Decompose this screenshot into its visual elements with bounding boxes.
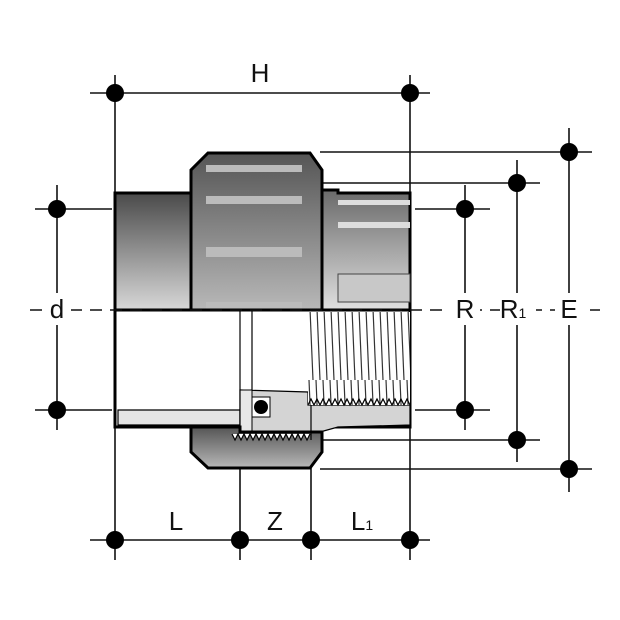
dimension-dots: [48, 84, 578, 549]
o-ring-icon: [254, 400, 268, 414]
dimension-labels: H d R R1 E L Z L1: [43, 55, 585, 536]
union-body: [113, 151, 412, 470]
label-R1: R1: [500, 294, 527, 324]
label-H: H: [251, 58, 270, 88]
label-R: R: [456, 294, 475, 324]
label-L: L: [169, 506, 183, 536]
label-Z: Z: [267, 506, 283, 536]
label-L1: L1: [351, 506, 373, 536]
label-E: E: [560, 294, 577, 324]
label-d: d: [50, 294, 64, 324]
